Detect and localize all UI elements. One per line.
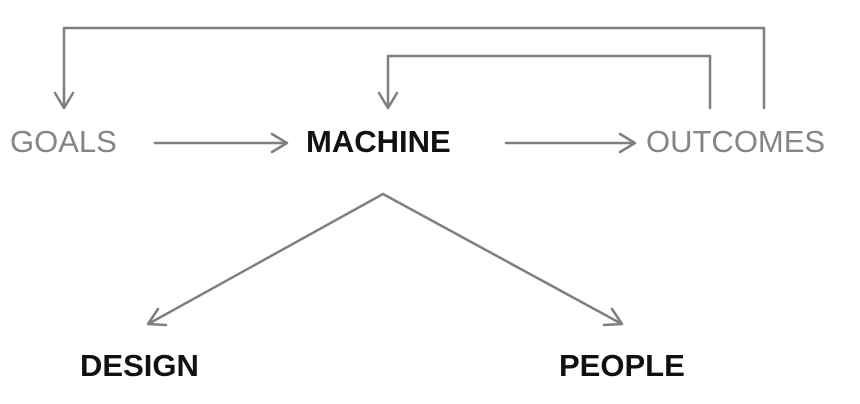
node-machine: MACHINE <box>306 124 451 159</box>
arrow-machine-to-design <box>146 192 385 327</box>
arrow-outcomes-to-machine <box>377 54 712 110</box>
arrow-machine-to-people <box>381 192 624 327</box>
arrow-outcomes-to-goals <box>53 26 766 110</box>
node-goals: GOALS <box>10 124 117 159</box>
arrow-machine-to-outcomes <box>504 132 637 154</box>
node-design: DESIGN <box>80 348 199 383</box>
node-outcomes: OUTCOMES <box>646 124 826 159</box>
node-people: PEOPLE <box>559 348 685 383</box>
arrow-goals-to-machine <box>153 132 289 154</box>
